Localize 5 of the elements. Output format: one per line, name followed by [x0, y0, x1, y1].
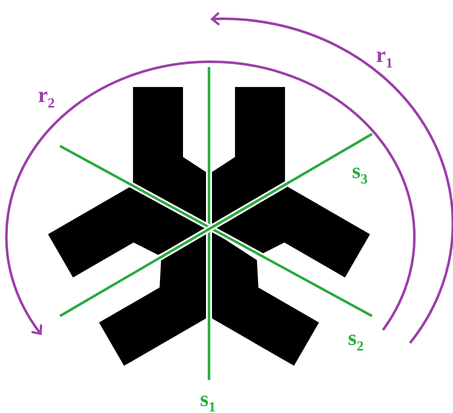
rotation-label: r$_{2}$ [38, 84, 55, 112]
rotation-label: r$_{1}$ [376, 44, 393, 72]
axis-label: s$_{2}$ [348, 327, 364, 354]
axis-label: s$_{1}$ [200, 388, 216, 413]
axis-label: s$_{3}$ [352, 160, 368, 188]
